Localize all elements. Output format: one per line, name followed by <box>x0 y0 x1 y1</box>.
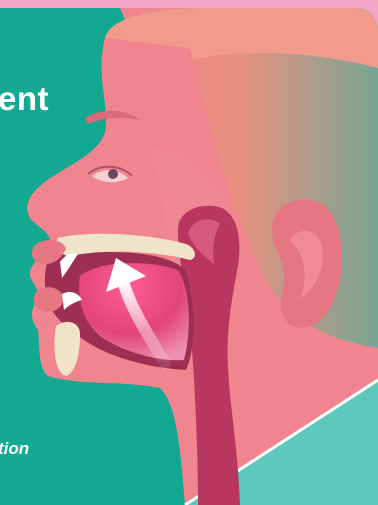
caption-text: tion <box>0 440 29 457</box>
pupil <box>108 169 118 179</box>
head-cross-section-illustration <box>0 8 378 505</box>
illustration-panel: ent tion <box>0 8 378 505</box>
heading-text: ent <box>0 82 49 115</box>
